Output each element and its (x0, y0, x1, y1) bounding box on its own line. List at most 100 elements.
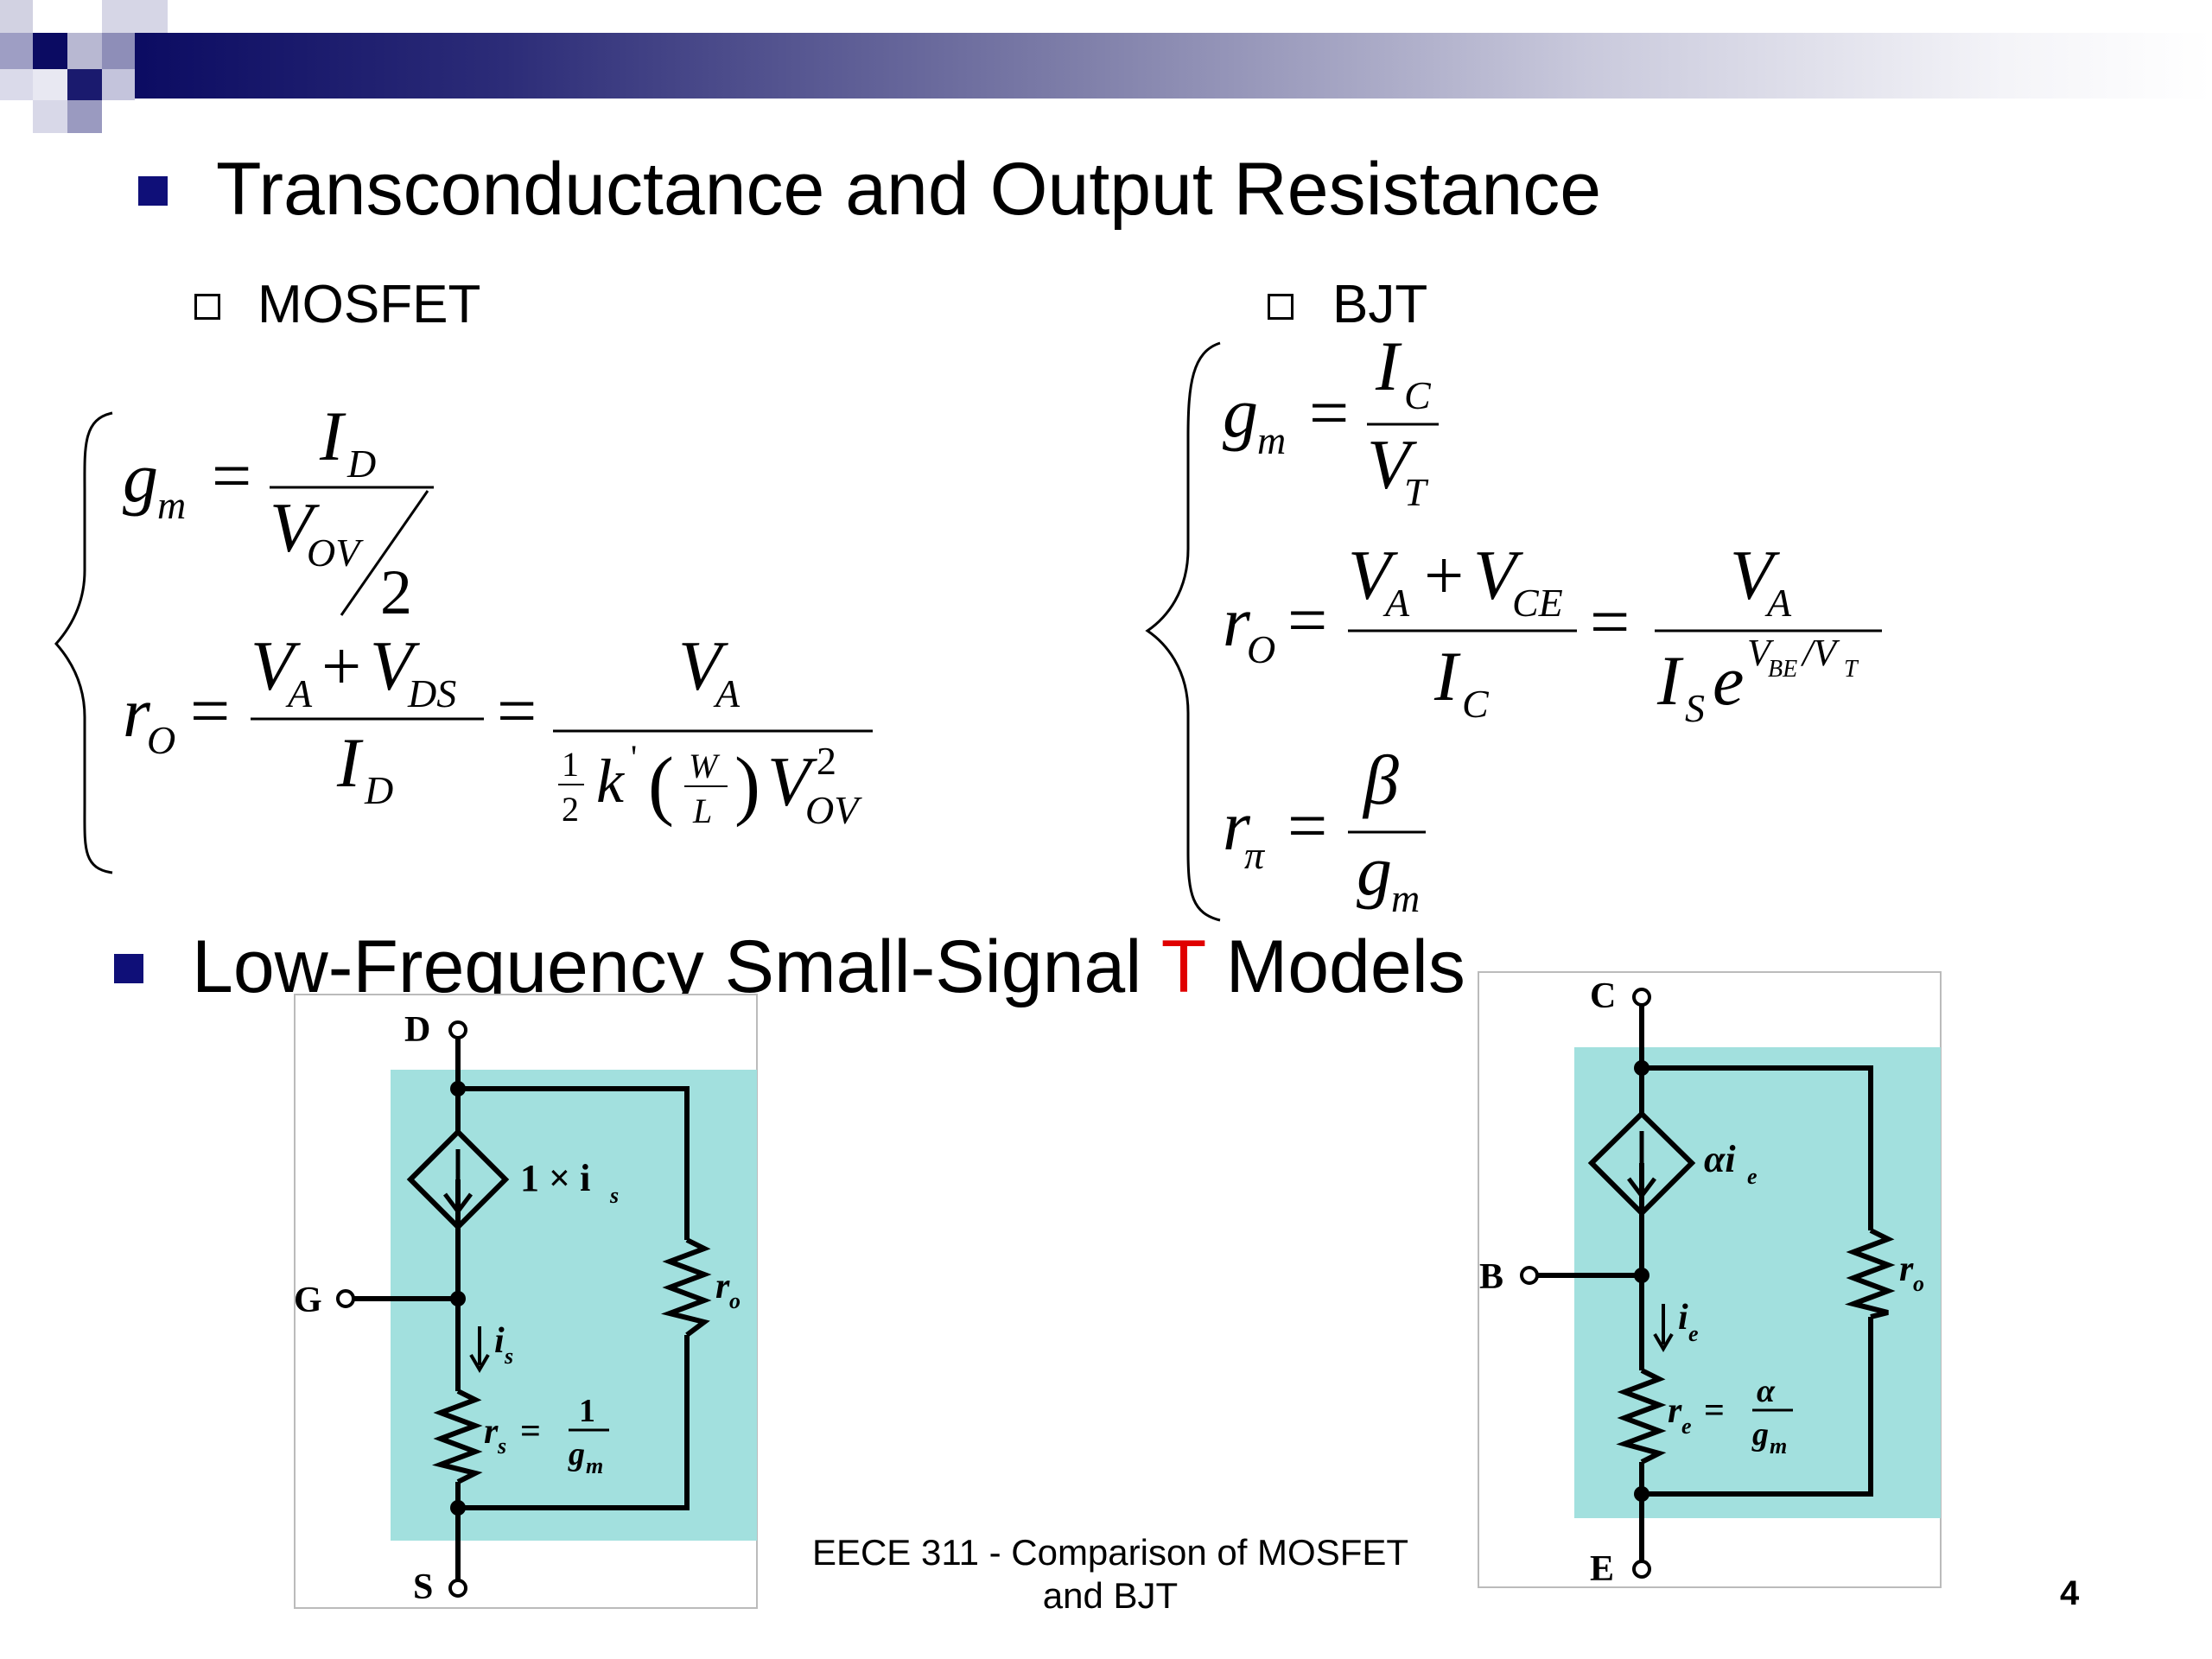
mosfet-source-label: S (413, 1567, 433, 1607)
bjt-base-terminal (1520, 1266, 1539, 1285)
header-gradient-bar (130, 33, 2212, 99)
mosfet-rs-eq: = (520, 1412, 541, 1452)
bjt-label: BJT (1332, 275, 1428, 334)
mosfet-ro-num3: V (678, 626, 728, 705)
bjt-ro-num2: V (1473, 536, 1523, 614)
mosfet-gate-terminal (336, 1289, 355, 1308)
mosfet-ro-resistor (660, 1237, 712, 1338)
bjt-gm-lhs-sub: m (1257, 418, 1286, 462)
mosfet-drain-label: D (404, 1010, 430, 1050)
mosfet-rs-label: r (484, 1412, 499, 1452)
mosfet-bullet-icon (194, 294, 220, 320)
bjt-ro-exp-sub: BE (1768, 656, 1797, 683)
bjt-collector-terminal (1632, 988, 1651, 1007)
mosfet-ro-W: W (689, 747, 721, 785)
bjt-gm-lhs: g (1223, 373, 1258, 452)
mosfet-drain-terminal (448, 1020, 467, 1039)
footer-line-2: and BJT (1042, 1575, 1179, 1616)
mosfet-ro-vov-sup: 2 (817, 739, 836, 783)
bjt-ro-label: r (1899, 1249, 1914, 1289)
bjt-dependent-source-icon (1587, 1109, 1696, 1217)
mosfet-ro-equals1: = (190, 671, 230, 750)
mosfet-ro-half-den: 2 (562, 790, 579, 829)
bjt-ro-equals1: = (1287, 581, 1327, 659)
bjt-re-den-sub: m (1770, 1433, 1787, 1459)
mosfet-gm-den-div: 2 (380, 557, 412, 628)
mosfet-ro-vov-sub: OV (805, 788, 862, 832)
bjt-ro-lhs: r (1223, 582, 1251, 661)
mosfet-ro-equals2: = (497, 671, 537, 750)
mosfet-rs-den: g (568, 1436, 585, 1472)
mosfet-rs-num: 1 (579, 1393, 595, 1429)
bjt-re-label-sub: e (1681, 1414, 1692, 1439)
mosfet-ro-lhs: r (123, 673, 151, 752)
mosfet-gm-den: V (270, 488, 320, 567)
mosfet-gm-lhs: g (123, 438, 158, 517)
bjt-bullet-icon (1268, 294, 1294, 320)
mosfet-gm-den-slash (340, 490, 429, 616)
section2-title-part1: Low-Frequency Small-Signal (192, 925, 1161, 1008)
bjt-base-label: B (1479, 1257, 1503, 1297)
bjt-ro-den2: I (1656, 641, 1684, 720)
mosfet-is-label: i (494, 1321, 505, 1361)
mosfet-rs-label-sub: s (497, 1433, 506, 1459)
header-logo-squares (0, 0, 173, 138)
mosfet-ro-num2-sub: DS (407, 671, 456, 715)
slide-title: Transconductance and Output Resistance (216, 148, 1602, 231)
bjt-ro-lhs-sub: O (1247, 627, 1275, 671)
mosfet-t-model-diagram: D G S 1 × i s i s r s = 1 g m r o (294, 994, 758, 1609)
bjt-rpi-den-sub: m (1391, 876, 1420, 920)
bjt-ro-plus: + (1424, 536, 1464, 614)
page-number: 4 (2060, 1574, 2080, 1612)
bjt-re-resistor (1616, 1368, 1667, 1465)
mosfet-ro-k: k (596, 747, 626, 816)
mosfet-ro-num1: V (251, 626, 301, 705)
bjt-re-eq: = (1704, 1391, 1725, 1431)
bjt-rpi-num: β (1362, 741, 1399, 819)
bjt-gm-den-sub: T (1404, 470, 1429, 514)
mosfet-ro-paren-open: ( (648, 742, 674, 828)
mosfet-source-terminal (448, 1579, 467, 1598)
mosfet-gate-label: G (294, 1281, 322, 1320)
section2-title-highlight: T (1160, 925, 1205, 1008)
bjt-ro-num3: V (1730, 536, 1780, 614)
bjt-ro-equals2: = (1590, 582, 1630, 661)
bjt-ro-num1: V (1348, 536, 1398, 614)
section2-title: Low-Frequency Small-Signal T Models (192, 930, 1465, 1004)
bjt-re-label: r (1668, 1391, 1682, 1431)
bjt-ro-label-sub: o (1913, 1271, 1924, 1296)
mosfet-ro-half-num: 1 (562, 745, 579, 784)
mosfet-ro-plus: + (321, 626, 361, 705)
section2-title-part2: Models (1205, 925, 1465, 1008)
mosfet-ro-den: I (336, 723, 364, 802)
bjt-ro-resistor (1844, 1228, 1896, 1319)
bjt-ro-e: e (1713, 641, 1744, 720)
mosfet-ro-vov: V (767, 742, 817, 821)
bjt-collector-label: C (1590, 976, 1616, 1016)
title-bullet-icon (138, 176, 168, 206)
bjt-t-model-diagram: C B E αi e i e r e = α g m r o (1478, 971, 1942, 1589)
bjt-ro-den: I (1433, 637, 1461, 715)
mosfet-gm-num-sub: D (346, 442, 376, 486)
bjt-equations: g m = I C V T r O = V A + V CE I C = V A… (1145, 333, 1882, 922)
mosfet-rs-resistor (431, 1389, 483, 1484)
bjt-re-den: g (1751, 1416, 1769, 1452)
bjt-rpi-den: g (1357, 831, 1392, 910)
mosfet-label: MOSFET (257, 275, 481, 334)
mosfet-ro-label-sub: o (729, 1288, 741, 1313)
bjt-gm-num-sub: C (1404, 373, 1432, 417)
footer-line-1: EECE 311 - Comparison of MOSFET (811, 1532, 1409, 1573)
slide-footer: EECE 311 - Comparison of MOSFET and BJT (778, 1531, 1443, 1618)
mosfet-equations: g m = I D V OV 2 r O = V A + V DS I D = … (54, 397, 873, 874)
bjt-rpi-equals: = (1287, 786, 1327, 865)
bjt-ie-label: i (1678, 1298, 1688, 1338)
mosfet-ro-num3-sub: A (713, 671, 741, 715)
bjt-brace (1145, 341, 1221, 922)
mosfet-ro-label: r (715, 1267, 730, 1306)
mosfet-gm-num: I (319, 397, 346, 475)
bjt-emitter-terminal (1632, 1560, 1651, 1579)
bjt-rpi-lhs: r (1223, 786, 1251, 865)
bjt-emitter-label: E (1590, 1549, 1614, 1589)
bjt-ro-exp: V (1747, 632, 1775, 674)
mosfet-gm-den-sub: OV (307, 531, 364, 575)
